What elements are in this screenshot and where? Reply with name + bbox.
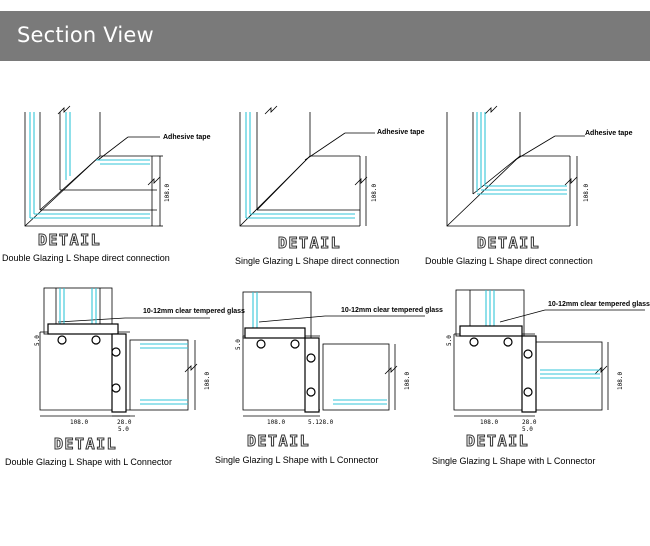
dim-vertical: 108.0 <box>164 184 171 202</box>
section-title: Section View <box>17 23 154 47</box>
panel-caption: Double Glazing L Shape direct connection <box>425 256 593 266</box>
dim-h1: 108.0 <box>480 419 498 426</box>
dim-h2: 5.128.0 <box>308 419 334 426</box>
dim-vertical: 108.0 <box>404 372 411 390</box>
note-label: Adhesive tape <box>585 130 633 137</box>
note-label: 10-12mm clear tempered glass <box>341 307 443 314</box>
note-label: Adhesive tape <box>163 134 211 141</box>
dim-s2: 5.0 <box>118 426 129 433</box>
panel-single-glazing-l-connector: 108.0 5.128.0 5.0 108.0 10-12mm clear te… <box>215 282 443 472</box>
note-label: Adhesive tape <box>377 129 425 136</box>
aluminium-profile <box>459 325 537 413</box>
detail-label: DETAIL <box>476 234 541 253</box>
dim-vertical: 108.0 <box>371 184 378 202</box>
panel-caption: Single Glazing L Shape with L Connector <box>215 455 379 465</box>
dim-s1: 5.0 <box>446 335 453 346</box>
panel-caption: Single Glazing L Shape direct connection <box>235 256 400 266</box>
dim-s1: 5.0 <box>34 335 41 346</box>
detail-label: DETAIL <box>465 432 530 451</box>
panel-caption: Single Glazing L Shape with L Connector <box>432 456 596 466</box>
section-drawing: 108.0 5.128.0 5.0 108.0 <box>235 291 425 426</box>
section-drawing: 108.0 <box>239 105 378 227</box>
dim-vertical: 108.0 <box>583 184 590 202</box>
panel-double-glazing-direct: 108.0 Adhesive tape DETAIL Double Glazin… <box>0 100 215 270</box>
section-drawing: 108.0 28.0 5.0 5.0 108.0 <box>34 287 211 433</box>
dim-s2: 5.0 <box>522 426 533 433</box>
dim-vertical: 108.0 <box>617 372 624 390</box>
panel-double-glazing-direct-2: 108.0 Adhesive tape DETAIL Double Glazin… <box>425 100 650 270</box>
detail-label: DETAIL <box>53 435 118 454</box>
dim-h2: 28.0 <box>522 419 537 426</box>
panel-caption: Double Glazing L Shape direct connection <box>2 253 170 263</box>
detail-label: DETAIL <box>277 234 342 253</box>
dim-vertical: 108.0 <box>204 372 211 390</box>
note-label: 10-12mm clear tempered glass <box>143 308 245 315</box>
dim-h1: 108.0 <box>70 419 88 426</box>
dim-h1: 108.0 <box>267 419 285 426</box>
panel-single-glazing-l-connector-2: 108.0 28.0 5.0 5.0 108.0 10-12mm clear t… <box>430 282 650 472</box>
detail-label: DETAIL <box>246 432 311 451</box>
panel-single-glazing-direct: 108.0 Adhesive tape DETAIL Single Glazin… <box>215 100 430 270</box>
detail-label: DETAIL <box>37 231 102 250</box>
panel-caption: Double Glazing L Shape with L Connector <box>5 457 172 467</box>
panel-double-glazing-l-connector: 108.0 28.0 5.0 5.0 108.0 10-12mm clear t… <box>0 282 245 472</box>
dim-s1: 5.0 <box>235 339 242 350</box>
aluminium-profile <box>47 323 127 413</box>
dim-h2: 28.0 <box>117 419 132 426</box>
section-drawing: 108.0 <box>24 105 171 227</box>
section-header: Section View <box>0 11 650 61</box>
aluminium-profile <box>244 327 320 413</box>
note-label: 10-12mm clear tempered glass <box>548 301 650 308</box>
section-drawing: 108.0 28.0 5.0 5.0 108.0 <box>446 289 645 433</box>
section-drawing: 108.0 <box>446 105 590 227</box>
